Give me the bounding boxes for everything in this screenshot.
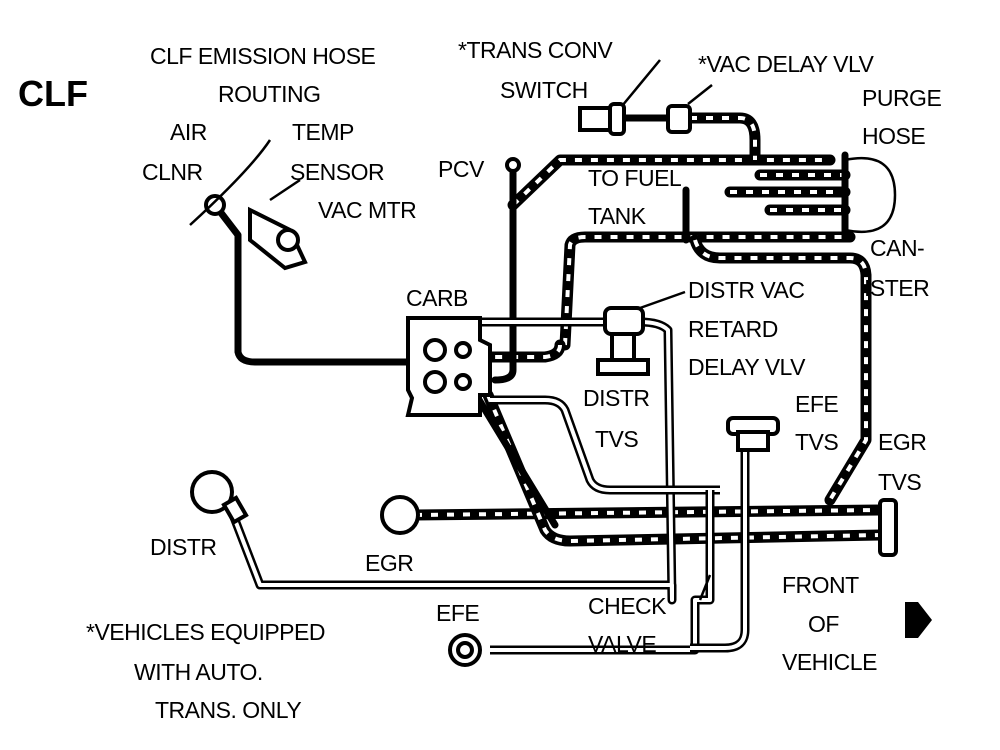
label-pcv: PCV <box>438 156 485 182</box>
components <box>189 59 932 667</box>
dotted-hoses <box>409 112 886 547</box>
footnote-line1: *VEHICLES EQUIPPED <box>86 619 325 645</box>
label-retard: RETARD <box>688 316 778 342</box>
egr-valve <box>380 495 420 535</box>
label-distr: DISTR <box>150 534 217 560</box>
label-distr-vac: DISTR VAC <box>688 277 804 303</box>
label-distr-tvs-1: DISTR <box>583 385 650 411</box>
diagram-title-line2: ROUTING <box>218 81 321 107</box>
label-egr-tvs-2: TVS <box>878 469 921 495</box>
solid-hoses <box>211 114 690 529</box>
labels: CLF CLF EMISSION HOSE ROUTING *TRANS CON… <box>18 37 942 723</box>
label-tank: TANK <box>588 203 647 229</box>
label-can: CAN- <box>870 235 924 261</box>
label-delay-vlv: DELAY VLV <box>688 354 806 380</box>
distr-vac-retard-delay-valve <box>603 306 645 336</box>
label-of: OF <box>808 611 839 637</box>
label-purge: PURGE <box>862 85 941 111</box>
pcv-valve <box>505 157 521 173</box>
label-vac-delay: *VAC DELAY VLV <box>698 51 875 77</box>
label-hose: HOSE <box>862 123 925 149</box>
label-efe-tvs-1: EFE <box>795 391 838 417</box>
label-ister: ISTER <box>864 275 929 301</box>
egr-tvs <box>878 498 898 557</box>
double-hoses <box>227 317 750 655</box>
carb <box>405 316 492 417</box>
label-sensor: SENSOR <box>290 159 384 185</box>
label-carb: CARB <box>406 285 468 311</box>
label-clnr: CLNR <box>142 159 203 185</box>
label-air: AIR <box>170 119 207 145</box>
label-egr-tvs-1: EGR <box>878 429 926 455</box>
label-valve: VALVE <box>588 631 656 657</box>
air-cleaner-pivot <box>204 194 226 216</box>
diagram-title: CLF EMISSION HOSE <box>150 43 376 69</box>
label-trans-conv: *TRANS CONV <box>458 37 613 63</box>
label-temp: TEMP <box>292 119 354 145</box>
label-vehicle: VEHICLE <box>782 649 877 675</box>
label-check: CHECK <box>588 593 667 619</box>
label-egr: EGR <box>365 550 413 576</box>
label-efe: EFE <box>436 600 479 626</box>
diagram-code: CLF <box>18 73 88 114</box>
label-to-fuel: TO FUEL <box>588 165 682 191</box>
footnote-line2: WITH AUTO. <box>134 659 263 685</box>
label-distr-tvs-2: TVS <box>595 426 638 452</box>
distributor <box>190 470 234 514</box>
canister-hoses <box>724 151 897 239</box>
front-arrow-icon <box>905 602 932 638</box>
trans-conv-switch <box>578 106 612 132</box>
label-efe-tvs-2: TVS <box>795 429 838 455</box>
label-vac-mtr: VAC MTR <box>318 197 416 223</box>
vac-delay-valve <box>666 104 692 134</box>
label-switch: SWITCH <box>500 77 588 103</box>
footnote-line3: TRANS. ONLY <box>155 697 301 723</box>
label-front: FRONT <box>782 572 859 598</box>
